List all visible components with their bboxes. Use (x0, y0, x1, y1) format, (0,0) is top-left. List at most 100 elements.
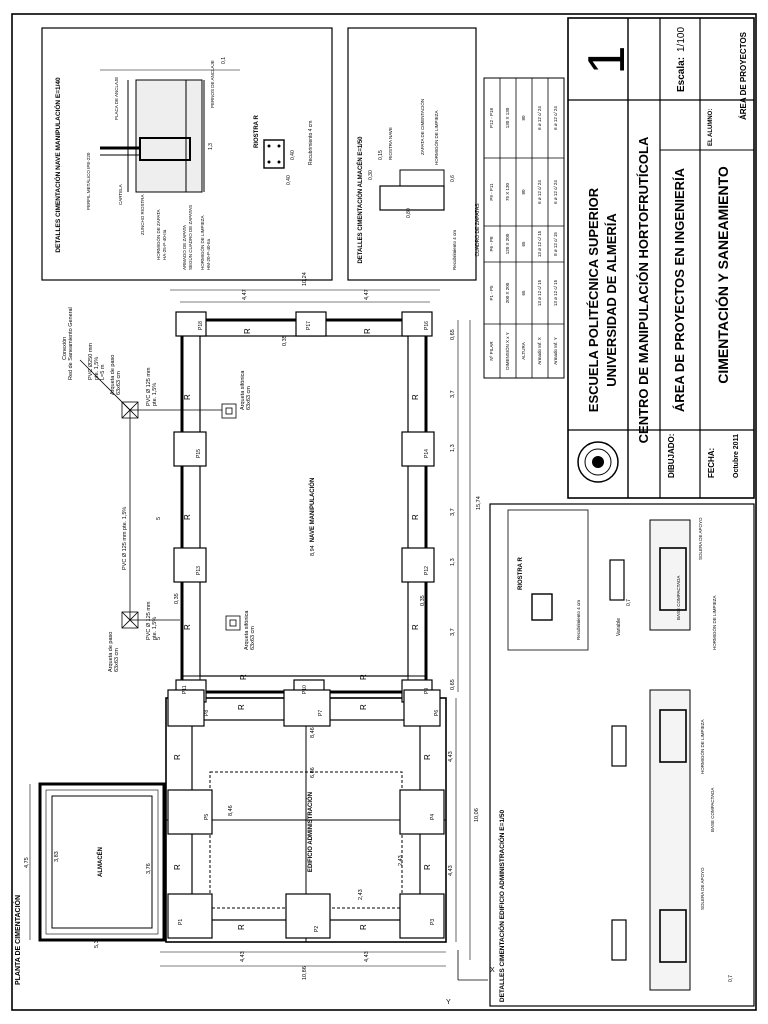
zapatas-cell: 6 ø 12 c/ 24 (553, 180, 558, 204)
student-label: EL ALUMNO: (708, 109, 714, 146)
r-label: R (183, 514, 192, 520)
pillar-label: P5 (204, 814, 210, 820)
riostra-labels: R R R R R R R R R R R R R R R R R R (173, 328, 432, 930)
r-label: R (411, 624, 420, 630)
r-label: R (173, 864, 182, 870)
r-label: R (411, 394, 420, 400)
label-pvc-2: PVC Ø 125 mm pte. 1,5% (122, 507, 128, 570)
zapatas-cell: P9 - P11 (489, 183, 494, 201)
drawn-label: DIBUJADO: (667, 434, 676, 478)
detail-nave-title: DETALLES CIMENTACIÓN NAVE MANIPULACIÓN E… (53, 77, 62, 253)
pillar-label: P12 (424, 566, 430, 575)
drawing-title: CIMENTACIÓN Y SANEAMIENTO (714, 166, 731, 384)
dim-nave-d3: 0,40 (290, 150, 296, 160)
dim-d5: 3,7 (450, 390, 456, 398)
date-label: FECHA: (707, 448, 716, 478)
zapatas-cell: P12 - P18 (489, 107, 494, 128)
pillar-label: P4 (430, 814, 436, 820)
label-hormigon-admin: HORMIGÓN DE LIMPIEZA (711, 595, 717, 650)
dim-admin-d5: 0,7 (728, 975, 734, 982)
zapatas-cell: P1 - P5 (489, 285, 494, 301)
dim-d15: 10,86 (302, 966, 308, 980)
label-base-compactada-2: BASE COMPACTADA (710, 788, 715, 832)
zapatas-header: ALTURA (521, 342, 526, 359)
almacen-outline (38, 782, 166, 942)
dim-d13: 4,43 (448, 865, 454, 876)
dim-d9: 3,7 (450, 628, 456, 636)
zapatas-cell: 120 X 200 (505, 233, 510, 254)
zapatas-cell: 130 X 130 (505, 107, 510, 128)
dim-nave-d1: 0,1 (221, 57, 227, 64)
zapatas-cell: 13 ø 12 c/ 15 (537, 230, 542, 257)
axis-y-label: Y (446, 999, 451, 1006)
axis-x-label: X (490, 967, 495, 974)
sheet-border (11, 13, 757, 1011)
project-name: CENTRO DE MANIPULACIÓN HORTOFRUTÍCOLA (636, 136, 651, 443)
dim-d27: 5,3 (94, 940, 100, 948)
zapatas-cell: 75 X 130 (505, 182, 510, 201)
label-pvc-4: PVC Ø250 mm (88, 343, 94, 380)
zapatas-cell: 6 ø 12 c/ 24 (537, 180, 542, 204)
pillar-label: P6 (434, 710, 440, 716)
dim-d29: 2,43 (358, 889, 364, 900)
dim-d7: 3,7 (450, 508, 456, 516)
label-variable: Variable (616, 618, 622, 636)
dim-d18: 8,94 (310, 545, 316, 556)
dim-d1: 10,24 (302, 272, 308, 286)
zapatas-cell: P6 - P8 (489, 236, 494, 252)
zapatas-header: DIMENSIÓN X x Y (504, 332, 510, 369)
zapatas-header: Armado Inf. Y (553, 337, 558, 364)
label-hormigon-zapata-spec: HA-25-P-40-IIa (162, 229, 167, 260)
pillar-label: P10 (302, 685, 308, 694)
pillar-label: P7 (318, 710, 324, 716)
label-recubrimiento-nave: Recubrimiento 4 cm (308, 121, 314, 165)
university-seal-icon (577, 441, 619, 483)
zapatas-cell: 13 ø 12 c/ 15 (553, 279, 558, 306)
dim-d28: 2,43 (398, 855, 404, 866)
pillar-label: P17 (306, 321, 312, 330)
zapatas-cell: 200 X 200 (505, 282, 510, 303)
zapatas-cell: 13 ø 12 c/ 15 (537, 279, 542, 306)
dim-almacen-d3: 0,80 (406, 208, 412, 218)
scale-value: 1/100 (676, 27, 687, 52)
r-label: R (239, 674, 248, 680)
r-label: R (423, 864, 432, 870)
zapatas-cell: 6 ø 12 c/ 24 (553, 106, 558, 130)
label-pvc-3: PVC Ø 125 mm (146, 601, 152, 640)
r-label: R (423, 754, 432, 760)
label-conexion: Conexión (62, 337, 68, 360)
r-label: R (359, 674, 368, 680)
pillar-label: P8 (204, 710, 210, 716)
dim-nave-d4: 0,40 (286, 175, 292, 185)
dim-d12: 4,43 (448, 751, 454, 762)
title-block: 1 ESCUELA POLITÉCNICA SUPERIOR UNIVERSID… (567, 17, 755, 499)
detail-admin-panel: DETALLES CIMENTACIÓN EDIFICIO ADMINISTRA… (489, 503, 755, 1007)
label-limpieza: HORMIGÓN DE LIMPIEZA (199, 215, 205, 270)
label-arqueta-paso-1: Arqueta de paso (110, 355, 116, 395)
label-armado-spec: SEGÚN CUADRO DE ZAPATAS (187, 205, 193, 270)
dim-d8: 1,3 (450, 558, 456, 566)
dim-d16: 4,43 (240, 951, 246, 962)
detail-almacen-panel: DETALLES CIMENTACIÓN ALMACÉN E=1/50 RIOS… (347, 27, 477, 281)
dim-d23: 5 (156, 637, 162, 640)
riostra-nave-title: RIOSTRA R (254, 115, 260, 148)
label-pvc-1: PVC Ø 125 mm (146, 367, 152, 406)
label-armado: ARMADO DE ZAPATA (182, 225, 187, 270)
zapatas-title: CUADRO DE ZAPATAS (475, 203, 481, 257)
r-label: R (237, 704, 246, 710)
detail-almacen-title: DETALLES CIMENTACIÓN ALMACÉN E=1/50 (356, 136, 364, 264)
nave-outline (180, 318, 428, 694)
r-label: R (411, 514, 420, 520)
dim-d19: 8,46 (310, 727, 316, 738)
dim-almacen-d2: 0,15 (378, 150, 384, 160)
dim-d14: 10,06 (474, 808, 480, 822)
pillar-label: P16 (424, 321, 430, 330)
label-perno: PERNOS DE ANCLAJE (210, 60, 215, 108)
dim-d3: 4,47 (364, 289, 370, 300)
area-name: ÁREA DE PROYECTOS EN INGENIERÍA (672, 167, 687, 412)
r-label: R (359, 704, 368, 710)
label-almacen-riostra: RIOSTRA NAVE (388, 127, 393, 160)
label-cartela: CARTELA (118, 184, 123, 205)
label-arqueta-sifonica-2: Arqueta sifónica (244, 610, 250, 650)
